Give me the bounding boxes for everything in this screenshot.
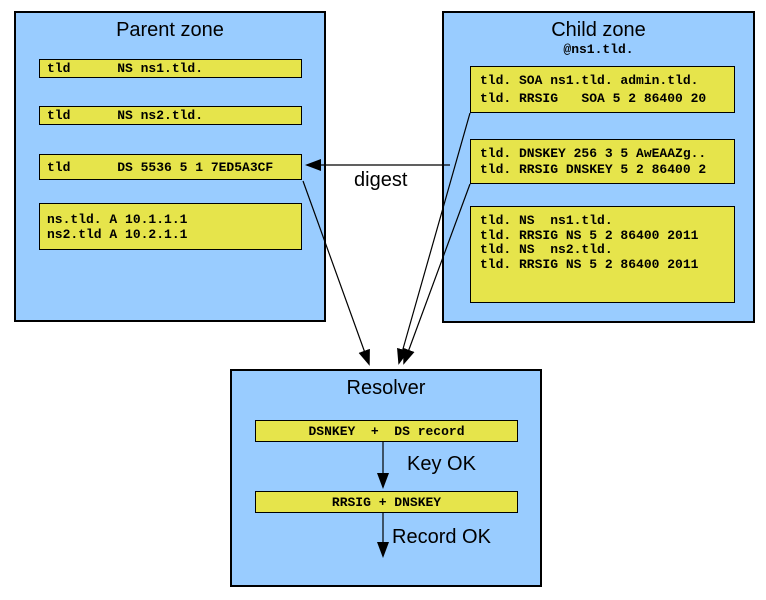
record-text: tld. DNSKEY 256 3 5 AwEAAZg.. bbox=[480, 145, 707, 161]
child-zone-subtitle: @ns1.tld. bbox=[563, 42, 634, 57]
parent-record-ns1: tld NS ns1.tld. bbox=[39, 59, 302, 78]
record-text: tld. SOA ns1.tld. admin.tld. bbox=[480, 72, 699, 88]
child-zone-title: Child zone bbox=[551, 19, 646, 41]
parent-record-ds: tld DS 5536 5 1 7ED5A3CF bbox=[39, 154, 302, 180]
resolver-check-rrsig-dnskey: RRSIG + DNSKEY bbox=[255, 491, 518, 513]
child-record-soa: tld. SOA ns1.tld. admin.tld. tld. RRSIG … bbox=[470, 66, 735, 113]
record-text: tld DS 5536 5 1 7ED5A3CF bbox=[47, 159, 274, 175]
record-text: tld. NS ns1.tld. bbox=[480, 213, 613, 228]
digest-label: digest bbox=[354, 169, 408, 191]
resolver-box: Resolver DSNKEY + DS record RRSIG + DNSK… bbox=[230, 369, 542, 587]
record-ok-label: Record OK bbox=[392, 526, 491, 548]
key-ok-label: Key OK bbox=[407, 453, 476, 475]
record-text: tld NS ns1.tld. bbox=[47, 61, 204, 76]
record-text: RRSIG + DNSKEY bbox=[331, 494, 442, 510]
resolver-title: Resolver bbox=[346, 377, 426, 399]
record-text: tld. RRSIG SOA 5 2 86400 20 bbox=[480, 90, 707, 106]
child-zone-box: Child zone @ns1.tld. tld. SOA ns1.tld. a… bbox=[442, 11, 755, 323]
record-text: ns.tld. A 10.1.1.1 bbox=[47, 211, 188, 227]
record-text: tld NS ns2.tld. bbox=[47, 108, 204, 123]
child-record-dnskey: tld. DNSKEY 256 3 5 AwEAAZg.. tld. RRSIG… bbox=[470, 139, 735, 184]
resolver-check-dnskey-ds: DSNKEY + DS record bbox=[255, 420, 518, 442]
record-text: ns2.tld A 10.2.1.1 bbox=[47, 226, 188, 242]
record-text: tld. NS ns2.tld. bbox=[480, 242, 613, 257]
parent-record-glue-a: ns.tld. A 10.1.1.1 ns2.tld A 10.2.1.1 bbox=[39, 203, 302, 250]
record-text: tld. RRSIG DNSKEY 5 2 86400 2 bbox=[480, 161, 707, 177]
record-text: tld. RRSIG NS 5 2 86400 2011 bbox=[480, 227, 699, 243]
parent-zone-title: Parent zone bbox=[116, 19, 224, 41]
parent-zone-box: Parent zone tld NS ns1.tld. tld NS ns2.t… bbox=[14, 11, 326, 322]
parent-record-ns2: tld NS ns2.tld. bbox=[39, 106, 302, 125]
child-record-ns: tld. NS ns1.tld. tld. RRSIG NS 5 2 86400… bbox=[470, 206, 735, 303]
record-text: DSNKEY + DS record bbox=[308, 423, 465, 439]
record-text: tld. RRSIG NS 5 2 86400 2011 bbox=[480, 256, 699, 272]
